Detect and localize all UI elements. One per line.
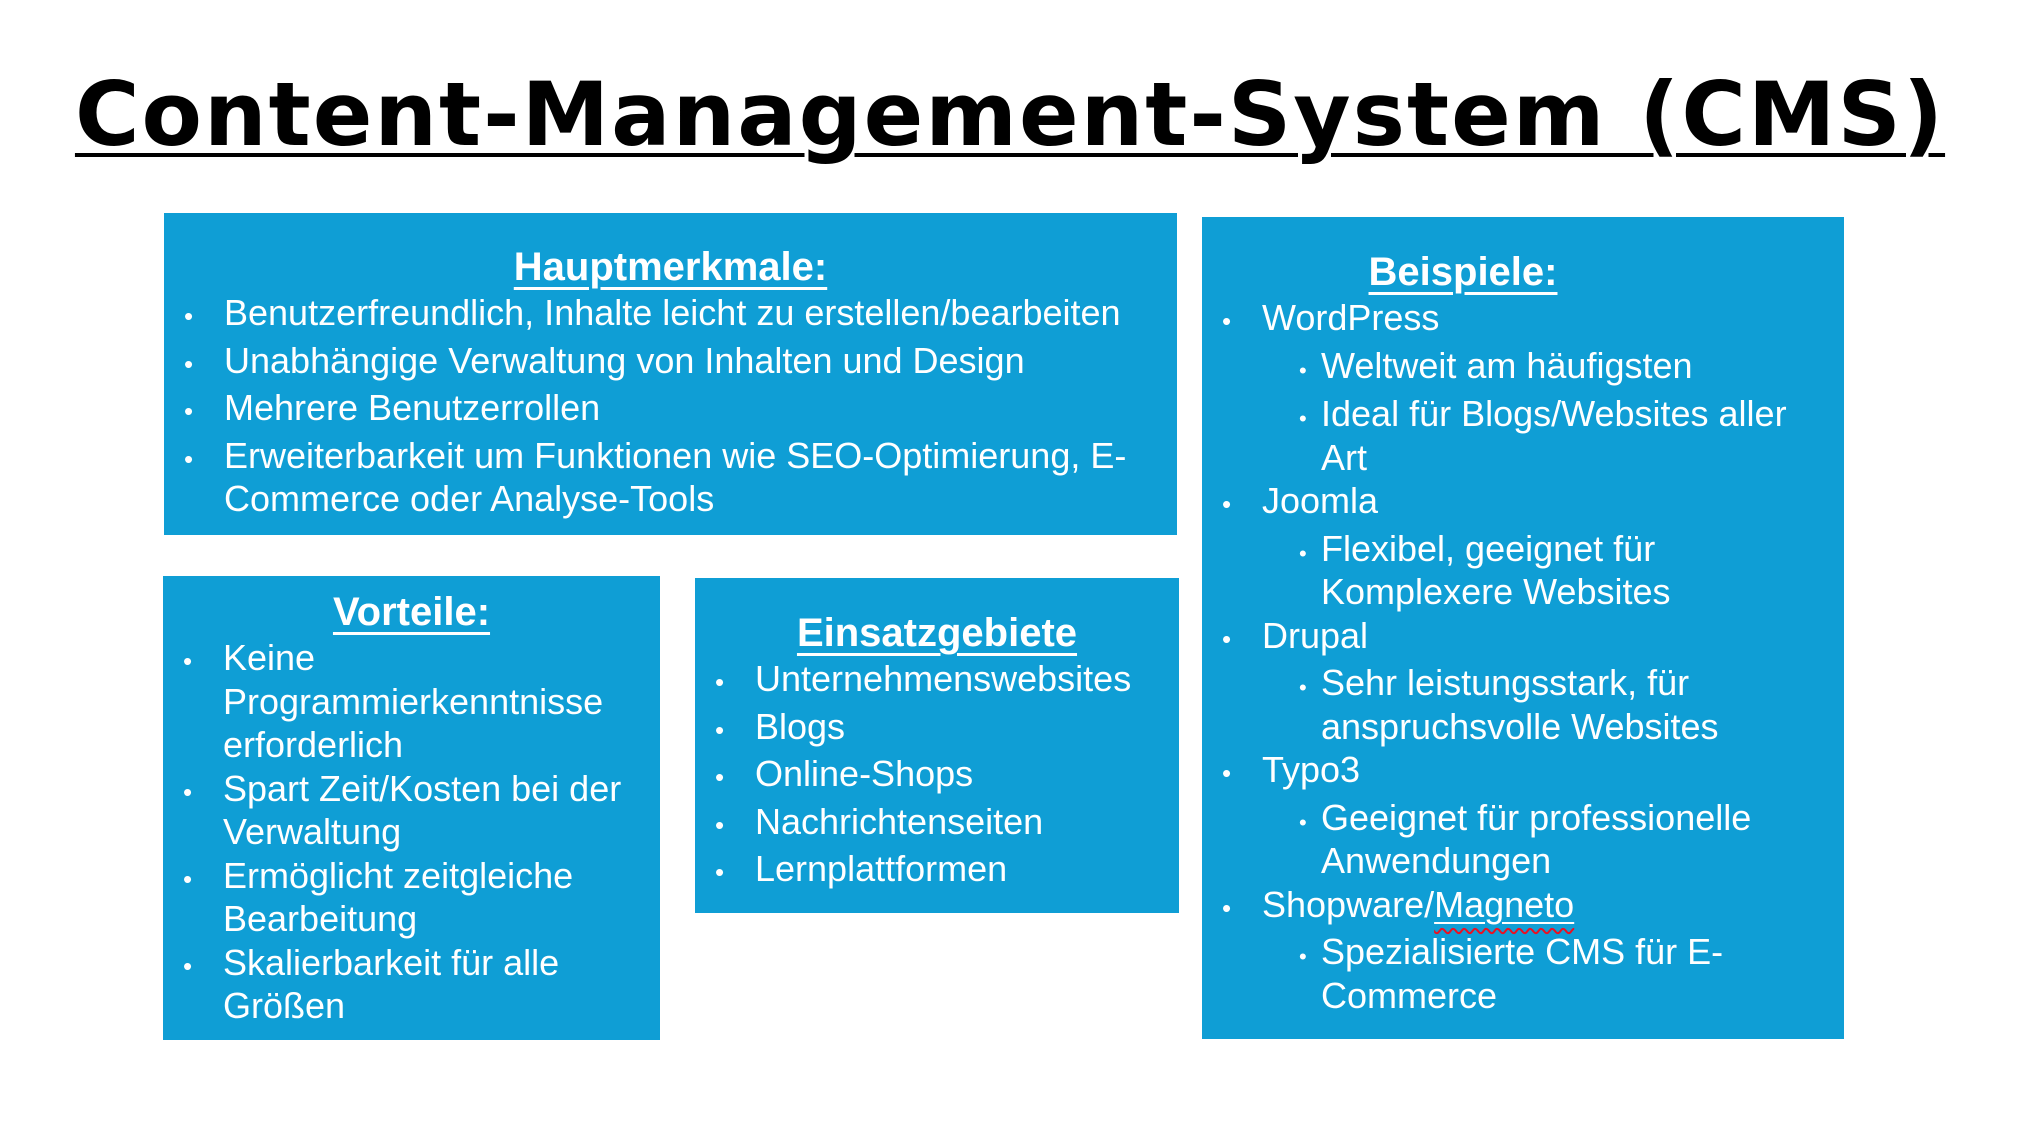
bullet-dot: • [715, 667, 725, 697]
bullet-item: • Erweiterbarkeit um Funktionen wie SEO-O… [164, 434, 1177, 521]
bullet-item: • Ermöglicht zeitgleiche Bearbeitung [163, 854, 660, 941]
bullet-list-hauptmerkmale: • Benutzerfreundlich, Inhalte leicht zu e… [164, 291, 1177, 521]
bullet-text: Lernplattformen [755, 848, 1008, 889]
bullet-text: Sehr leistungsstark, für anspruchsvolle … [1321, 662, 1719, 747]
bullet-text: Mehrere Benutzerrollen [224, 387, 601, 428]
bullet-dot: • [1299, 675, 1307, 700]
bullet-item: • Typo3 [1202, 748, 1844, 796]
bullet-item: • Joomla [1202, 479, 1844, 527]
bullet-list-einsatzgebiete: • Unternehmenswebsites • Blogs • Online-Shops… [695, 657, 1179, 895]
bullet-item: • Skalierbarkeit für alle Größen [163, 941, 660, 1028]
bullet-text: Unternehmenswebsites [755, 658, 1132, 699]
bullet-item: • Benutzerfreundlich, Inhalte leicht zu e… [164, 291, 1177, 339]
bullet-text: Spezialisierte CMS für E-Commerce [1321, 931, 1724, 1016]
bullet-dot: • [184, 348, 194, 379]
bullet-text-part: Shopware/ [1262, 883, 1435, 925]
box-einsatzgebiete: Einsatzgebiete • Unternehmenswebsites • Blo… [695, 578, 1179, 913]
bullet-text: Geeignet für professionelle Anwendungen [1321, 796, 1752, 882]
bullet-text: Ermöglicht zeitgleiche Bearbeitung [223, 854, 574, 940]
bullet-item: • WordPress [1202, 296, 1844, 344]
bullet-text: Benutzerfreundlich, Inhalte leicht zu er… [224, 292, 1121, 333]
slide-title: Content-Management-System (CMS) [74, 63, 1946, 166]
bullet-dot: • [1222, 758, 1232, 788]
box-beispiele: Beispiele: • WordPress • Weltweit am häufig… [1202, 217, 1844, 1039]
bullet-text: Weltweit am häufigsten [1321, 344, 1693, 386]
bullet-text: WordPress [1262, 297, 1440, 338]
sub-bullet-item: • Flexibel, geeignet für Komplexere Websi… [1279, 527, 1844, 614]
bullet-text: Shopware/Magneto [1262, 883, 1838, 927]
bullet-dot: • [183, 776, 193, 807]
bullet-text: Online-Shops [755, 753, 974, 794]
bullet-text: Joomla [1262, 480, 1379, 521]
bullet-dot: • [1222, 306, 1232, 336]
bullet-text: Ideal für Blogs/Websites aller Art [1321, 393, 1787, 478]
bullet-text: Flexibel, geeignet für Komplexere Websit… [1321, 527, 1671, 613]
sub-bullet-item: • Sehr leistungsstark, für anspruchsvolle… [1279, 661, 1844, 748]
bullet-dot: • [184, 443, 194, 474]
sub-bullet-item: • Spezialisierte CMS für E-Commerce [1279, 930, 1844, 1017]
bullet-text: Drupal [1262, 614, 1369, 656]
bullet-text: Nachrichtenseiten [755, 800, 1044, 842]
misspelled-word: Magneto [1434, 884, 1574, 925]
bullet-text: Keine Programmierkenntnisse erforderlich [223, 637, 604, 765]
box-hauptmerkmale: Hauptmerkmale: • Benutzerfreundlich, Inha… [164, 213, 1177, 535]
bullet-dot: • [1222, 623, 1232, 654]
bullet-dot: • [1222, 489, 1232, 519]
box-heading-hauptmerkmale: Hauptmerkmale: [513, 245, 828, 289]
bullet-item: • Mehrere Benutzerrollen [164, 386, 1177, 434]
bullet-dot: • [1299, 357, 1307, 383]
box-heading-einsatzgebiete: Einsatzgebiete [796, 611, 1078, 655]
bullet-dot: • [183, 950, 193, 981]
bullet-dot: • [1299, 540, 1307, 566]
bullet-dot: • [715, 714, 725, 745]
box-heading-beispiele: Beispiele: [1368, 250, 1558, 294]
bullet-item: • Blogs [695, 705, 1179, 753]
bullet-text: Typo3 [1262, 749, 1361, 790]
box-heading-vorteile: Vorteile: [332, 590, 491, 634]
bullet-item: • Unternehmenswebsites [695, 657, 1179, 705]
bullet-item: • Unabhängige Verwaltung von Inhalten und… [164, 339, 1177, 387]
bullet-dot: • [715, 762, 725, 792]
bullet-dot: • [1299, 809, 1307, 835]
bullet-item: • Spart Zeit/Kosten bei der Verwaltung [163, 767, 660, 854]
bullet-text: Blogs [755, 705, 846, 747]
bullet-dot: • [715, 857, 725, 887]
bullet-text: Erweiterbarkeit um Funktionen wie SEO-Op… [224, 434, 1127, 520]
bullet-dot: • [184, 301, 194, 331]
bullet-item: • Lernplattformen [695, 847, 1179, 895]
underlined-word: Magneto [1434, 883, 1575, 925]
bullet-dot: • [183, 863, 193, 894]
bullet-dot: • [184, 396, 194, 426]
bullet-text: Spart Zeit/Kosten bei der Verwaltung [223, 767, 622, 853]
sub-bullet-item: • Ideal für Blogs/Websites aller Art [1279, 392, 1844, 479]
bullet-item: • Keine Programmierkenntnisse erforderlic… [163, 636, 660, 767]
sub-bullet-item: • Weltweit am häufigsten [1279, 344, 1844, 393]
bullet-dot: • [183, 646, 193, 676]
sub-bullet-item: • Geeignet für professionelle Anwendungen [1279, 796, 1844, 883]
bullet-item: • Nachrichtenseiten [695, 800, 1179, 848]
bullet-text: Skalierbarkeit für alle Größen [223, 941, 560, 1027]
bullet-list-beispiele: • WordPress • Weltweit am häufigsten • Ideal … [1202, 296, 1844, 1017]
bullet-text: Unabhängige Verwaltung von Inhalten und … [224, 339, 1025, 381]
bullet-item: • Online-Shops [695, 752, 1179, 800]
bullet-item: • Shopware/Magneto [1202, 883, 1844, 931]
bullet-dot: • [1299, 406, 1307, 431]
bullet-dot: • [1222, 892, 1232, 923]
bullet-item: • Drupal [1202, 614, 1844, 662]
box-vorteile: Vorteile: • Keine Programmierkenntnisse e… [163, 576, 660, 1040]
bullet-dot: • [715, 809, 725, 840]
bullet-dot: • [1299, 944, 1307, 969]
bullet-list-vorteile: • Keine Programmierkenntnisse erforderlic… [163, 636, 660, 1028]
